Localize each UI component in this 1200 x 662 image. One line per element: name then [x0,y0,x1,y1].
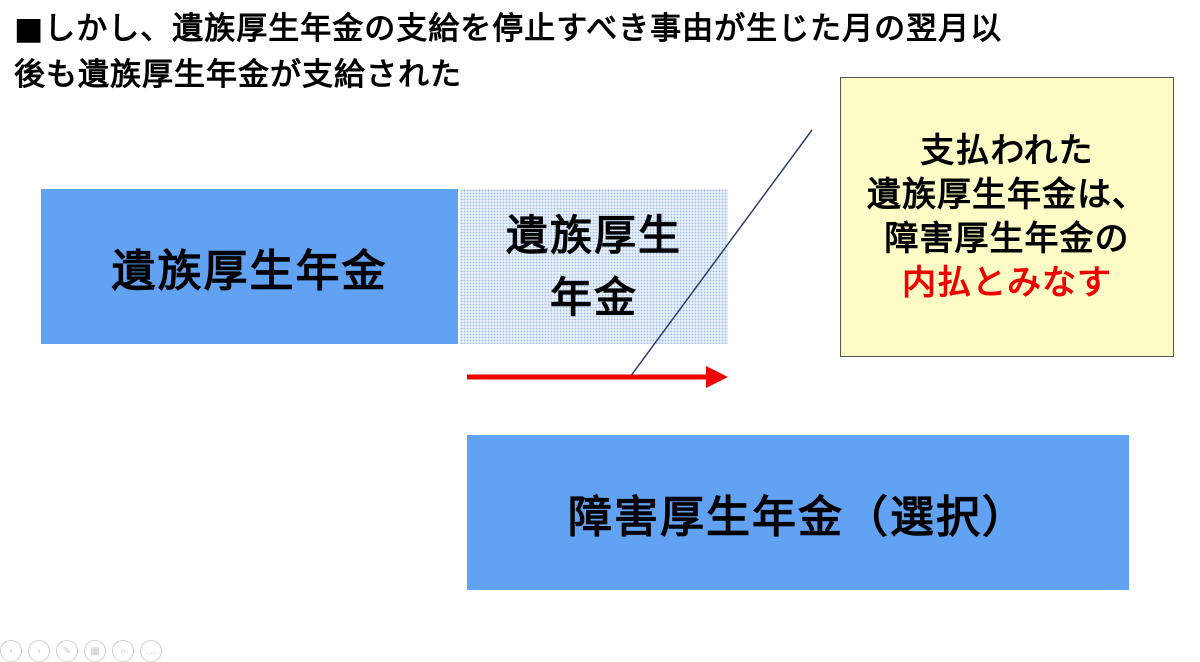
note-line-1: 支払われた [920,131,1094,171]
survivor-pension-box: 遺族厚生年金 [41,189,458,344]
red-arrow-head [706,366,728,388]
survivor-pension-label: 遺族厚生年金 [111,245,388,297]
callout-note: 支払われた 遺族厚生年金は、 障害厚生年金の 内払とみなす [840,77,1174,357]
overpaid-survivor-pension-label-line2: 年金 [549,272,638,322]
note-line-3: 障害厚生年金の [884,219,1130,259]
overpaid-survivor-pension-label-line1: 遺族厚生 [505,210,682,260]
previous-slide-icon[interactable]: ‹ [0,640,22,662]
note-line-4-emphasis: 内払とみなす [902,263,1112,303]
heading-line-1: ■しかし、遺族厚生年金の支給を停止すべき事由が生じた月の翌月以 [14,11,1003,47]
note-line-2: 遺族厚生年金は、 [867,175,1147,215]
disability-pension-box: 障害厚生年金（選択） [467,435,1129,590]
heading-line-2: 後も遺族厚生年金が支給された [14,57,462,93]
slide-heading: ■しかし、遺族厚生年金の支給を停止すべき事由が生じた月の翌月以 後も遺族厚生年金… [14,6,1174,98]
more-options-icon[interactable]: … [140,640,162,662]
grid-view-icon[interactable]: ▦ [84,640,106,662]
callout-connector-line [629,129,813,378]
overpaid-survivor-pension-box: 遺族厚生 年金 [460,189,728,344]
next-slide-icon[interactable]: › [28,640,50,662]
pen-icon[interactable]: ✎ [56,640,78,662]
disability-pension-label: 障害厚生年金（選択） [568,491,1028,543]
zoom-icon[interactable]: ⌕ [112,640,134,662]
presentation-toolbar: ‹ › ✎ ▦ ⌕ … [0,640,170,662]
